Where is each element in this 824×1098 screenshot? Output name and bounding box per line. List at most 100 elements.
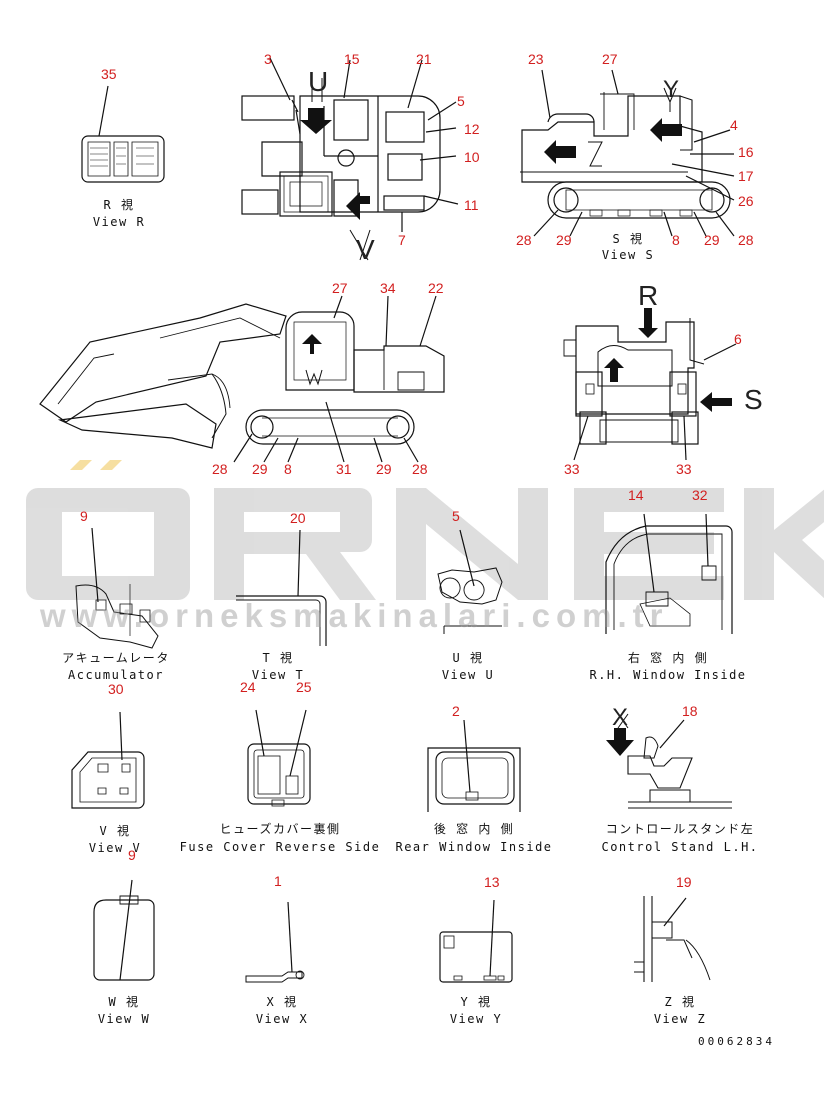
- callout-29: 29: [704, 232, 720, 248]
- view-z-caption-jp: Z 視: [664, 995, 696, 1009]
- view-x-caption-jp: X 視: [266, 995, 298, 1009]
- callout-1: 1: [274, 873, 282, 889]
- callout-11: 11: [464, 197, 479, 213]
- callout-4: 4: [730, 117, 738, 133]
- callout-28: 28: [212, 461, 228, 477]
- callout-30: 30: [108, 681, 124, 697]
- callout-27: 27: [602, 51, 618, 67]
- view-u-drawing: [437, 529, 503, 634]
- callout-5: 5: [452, 508, 460, 524]
- callout-31: 31: [336, 461, 352, 477]
- callout-2: 2: [452, 703, 460, 719]
- callout-16: 16: [738, 144, 754, 160]
- callout-35: 35: [101, 66, 117, 82]
- callout-8: 8: [284, 461, 292, 477]
- view-z-caption-en: View Z: [653, 1012, 707, 1026]
- callout-12: 12: [464, 121, 480, 137]
- view-r-caption-en: View R: [92, 215, 146, 229]
- view-v-drawing: [71, 711, 145, 809]
- callout-25: 25: [296, 679, 312, 695]
- callout-9: 9: [128, 847, 136, 863]
- callout-26: 26: [738, 193, 754, 209]
- view-s-caption-en: View S: [601, 248, 655, 262]
- view-letter-s: S: [744, 384, 763, 415]
- view-y-drawing: [439, 899, 513, 983]
- view-u-caption-en: View U: [441, 668, 495, 682]
- fuse-cover-drawing: [247, 709, 311, 807]
- callout-6: 6: [734, 331, 742, 347]
- view-letter-v: V: [356, 234, 375, 265]
- callout-24: 24: [240, 679, 256, 695]
- top-view-drawing: [241, 57, 459, 261]
- view-r-drawing: [81, 85, 165, 183]
- callout-17: 17: [738, 168, 754, 184]
- callout-34: 34: [380, 280, 396, 296]
- callout-22: 22: [428, 280, 444, 296]
- accumulator-caption-en: Accumulator: [68, 668, 164, 682]
- callout-33: 33: [676, 461, 692, 477]
- accumulator-drawing: [75, 527, 159, 649]
- rear-view-drawing: [563, 308, 737, 461]
- view-letter-u: U: [308, 66, 329, 97]
- rh-window-drawing: [605, 513, 733, 634]
- fuse-cover-caption-jp: ヒューズカバー裏側: [219, 822, 341, 836]
- view-v-caption-en: View V: [88, 841, 142, 855]
- callout-21: 21: [416, 51, 432, 67]
- callout-7: 7: [398, 232, 406, 248]
- view-s-drawing: [520, 69, 735, 237]
- view-s-caption-jp: S 視: [612, 232, 644, 246]
- rear-window-caption-en: Rear Window Inside: [395, 840, 553, 854]
- callout-20: 20: [290, 510, 306, 526]
- view-letter-y: Y: [663, 76, 680, 103]
- view-t-drawing: [236, 529, 327, 646]
- callout-29: 29: [252, 461, 268, 477]
- view-r-caption-jp: R 視: [103, 198, 135, 212]
- callout-18: 18: [682, 703, 698, 719]
- control-stand-drawing: [606, 713, 732, 809]
- view-x-drawing: [245, 901, 305, 983]
- callout-5: 5: [457, 93, 465, 109]
- callout-13: 13: [484, 874, 500, 890]
- side-view-drawing: [39, 295, 445, 463]
- fuse-cover-caption-en: Fuse Cover Reverse Side: [179, 840, 381, 854]
- view-t-caption-en: View T: [251, 668, 305, 682]
- control-stand-caption-jp: コントロールスタンド左: [605, 822, 755, 836]
- callout-9: 9: [80, 508, 88, 524]
- callout-28: 28: [516, 232, 532, 248]
- view-t-caption-jp: T 視: [262, 651, 294, 665]
- view-letter-r: R: [638, 280, 659, 311]
- view-letter-x: X: [612, 704, 629, 731]
- callout-29: 29: [376, 461, 392, 477]
- callout-10: 10: [464, 149, 480, 165]
- callout-33: 33: [564, 461, 580, 477]
- rear-window-drawing: [427, 719, 521, 812]
- callout-28: 28: [738, 232, 754, 248]
- watermark-letters: [26, 460, 824, 600]
- view-u-caption-jp: U 視: [452, 651, 484, 665]
- callout-14: 14: [628, 487, 644, 503]
- view-x-caption-en: View X: [255, 1012, 309, 1026]
- callout-19: 19: [676, 874, 692, 890]
- view-z-drawing: [634, 896, 711, 982]
- view-v-caption-jp: V 視: [99, 824, 131, 838]
- rear-window-caption-jp: 後 窓 内 側: [433, 822, 515, 836]
- control-stand-caption-en: Control Stand L.H.: [601, 840, 759, 854]
- callout-15: 15: [344, 51, 360, 67]
- callout-29: 29: [556, 232, 572, 248]
- callout-8: 8: [672, 232, 680, 248]
- view-w-caption-jp: W 視: [108, 995, 140, 1009]
- view-w-drawing: [93, 879, 155, 981]
- callout-27: 27: [332, 280, 348, 296]
- document-code: 00062834: [698, 1035, 775, 1048]
- view-y-caption-jp: Y 視: [460, 995, 492, 1009]
- view-w-caption-en: View W: [97, 1012, 151, 1026]
- accumulator-caption-jp: アキュームレータ: [62, 651, 170, 665]
- view-y-caption-en: View Y: [449, 1012, 503, 1026]
- callout-3: 3: [264, 51, 272, 67]
- rh-window-caption-en: R.H. Window Inside: [589, 668, 747, 682]
- callout-23: 23: [528, 51, 544, 67]
- callout-28: 28: [412, 461, 428, 477]
- rh-window-caption-jp: 右 窓 内 側: [627, 651, 709, 665]
